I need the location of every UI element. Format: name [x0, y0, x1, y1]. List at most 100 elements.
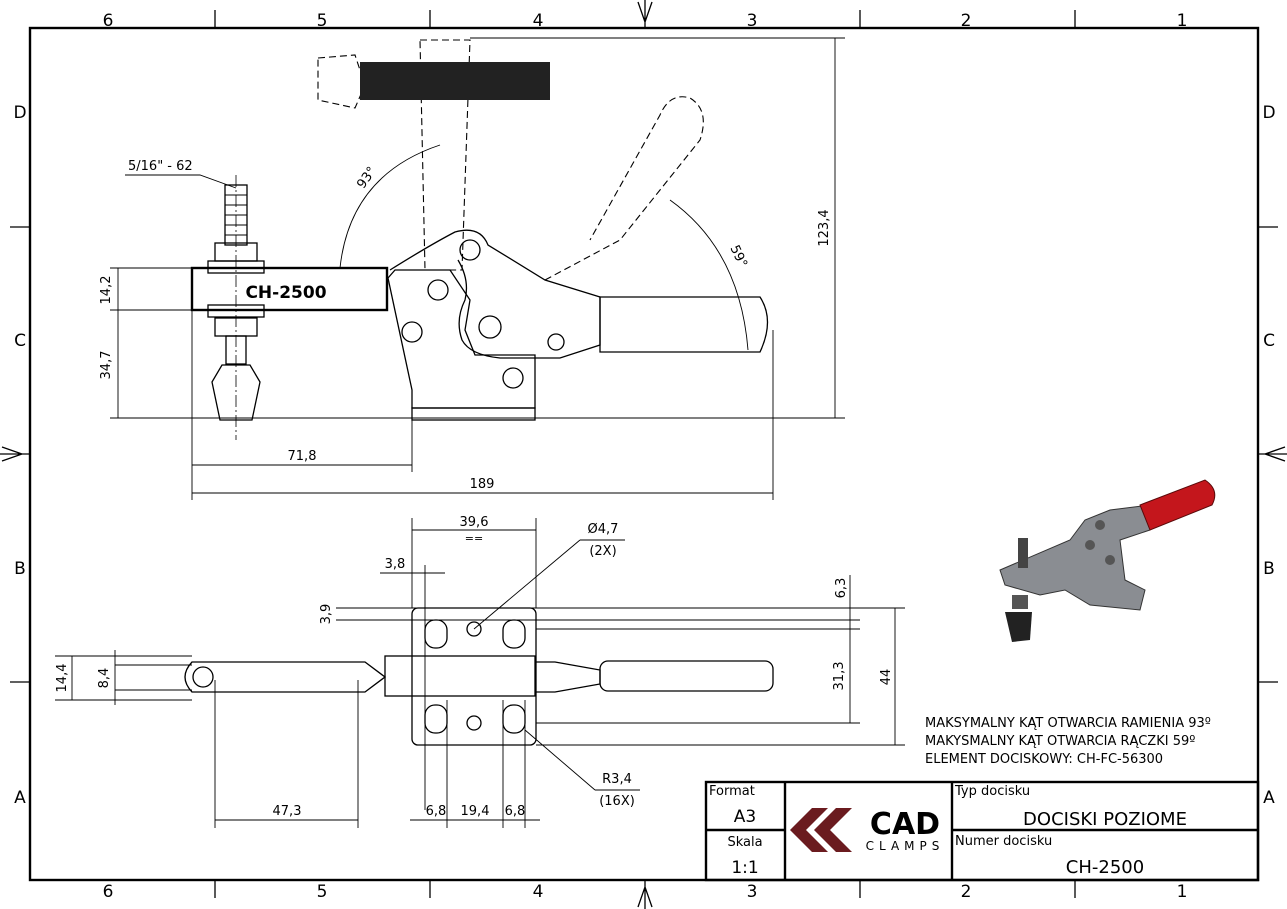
drawing-line: [790, 808, 828, 852]
frame-columns-3: 3: [747, 11, 758, 31]
arm-open: [419, 39, 471, 271]
top_view-dims-w1: 71,8: [288, 449, 317, 464]
top_view-dims-total_h: 123,4: [817, 209, 832, 246]
drawing-line: [384, 655, 536, 697]
side-view: CH-2500 14,2 34,7 123,4 71,8 189 93°: [99, 37, 845, 500]
bottom_view-dims-edge: 3,8: [385, 557, 406, 572]
frame-rows-2: B: [1263, 559, 1275, 579]
bottom_view-dims-radius: R3,4: [602, 772, 632, 787]
drawing-line: [524, 729, 596, 791]
bottom_view-dims-pad_h: 14,4: [55, 664, 70, 693]
drawing-line: [401, 321, 423, 343]
drawing-line: [427, 279, 449, 301]
drawing-line: [535, 661, 601, 693]
drawing-line: [0, 446, 30, 462]
drawing-line: [1258, 446, 1287, 462]
top-plan-view: 39,6 == Ø4,7 (2X) 3,8 3,9 6,3 31,3 44 14…: [55, 515, 905, 828]
drawing-line: [478, 315, 502, 339]
drawing-line: [466, 715, 482, 731]
clamp-3d-render: [999, 479, 1216, 642]
drawing-line: [339, 144, 441, 269]
handle-plan: [599, 660, 774, 692]
frame-columns-3: 3: [747, 882, 758, 902]
column-labels: 6 5 4 3 2 1 6 5 4 3 2 1: [103, 11, 1188, 902]
drawing-line: [192, 666, 214, 688]
drawing-line: [1018, 538, 1028, 568]
frame-rows-0: D: [1262, 103, 1275, 123]
bottom_view-dims-slot_a: 6,8: [426, 804, 447, 819]
title_block-scale_value: 1:1: [731, 858, 758, 878]
title_block-number_label: Numer docisku: [955, 834, 1052, 849]
title_block-number_value: CH-2500: [1066, 857, 1144, 878]
drawing-line: [502, 619, 526, 649]
bottom_view-dims-hole_count: (2X): [589, 544, 616, 559]
drawing-line: [547, 333, 565, 351]
frame-rows-1: C: [1263, 331, 1275, 351]
handle-closed: [599, 296, 769, 353]
frame-columns-5: 1: [1177, 882, 1188, 902]
spindle-pad: [184, 661, 387, 693]
bottom_view-dims-slot_mid: 19,4: [461, 804, 490, 819]
notes-2: ELEMENT DOCISKOWY: CH-FC-56300: [925, 752, 1163, 767]
frame-rows-3: A: [14, 788, 26, 808]
row-labels: D C B A D C B A: [13, 103, 1275, 808]
drawing-line: [999, 504, 1151, 611]
drawing-line: [1095, 520, 1105, 530]
drawing-line: [317, 54, 366, 109]
drawing-line: [502, 704, 526, 734]
drawing-line: [1085, 540, 1095, 550]
frame-rows-1: C: [14, 331, 26, 351]
title-block: Format A3 Skala 1:1 Typ docisku DOCISKI …: [704, 780, 1260, 882]
frame-columns-1: 5: [317, 882, 328, 902]
bottom_view-dims-slot_b: 6,8: [505, 804, 526, 819]
title_block-logo_sub: CLAMPS: [866, 839, 945, 853]
frame-columns-0: 6: [103, 882, 114, 902]
title_block-type_label: Typ docisku: [954, 784, 1030, 799]
title_block-format_label: Format: [709, 784, 755, 799]
handle-open: [544, 96, 704, 281]
drawing-line: [502, 367, 524, 389]
title_block-scale_label: Skala: [727, 835, 762, 850]
frame-columns-4: 2: [961, 11, 972, 31]
top_view-dims-h2: 34,7: [99, 351, 114, 380]
notes-1: MAKYSMALNY KĄT OTWARCIA RĄCZKI 59º: [925, 734, 1195, 749]
bottom_view-dims-pad_inner: 8,4: [97, 668, 112, 689]
bottom_view-dims-hole_dia: Ø4,7: [588, 522, 619, 537]
bottom_view-dims-top_off: 6,3: [834, 578, 849, 599]
top_view-dims-total_w: 189: [470, 477, 495, 492]
notes: MAKSYMALNY KĄT OTWARCIA RAMIENIA 93º MAK…: [925, 716, 1211, 767]
frame-rows-2: B: [14, 559, 26, 579]
top_view-angle_arm: 93°: [354, 164, 380, 191]
bottom_view-dims-hole_span: 31,3: [832, 662, 847, 691]
drawing-line: [466, 621, 482, 637]
drawing-line: [1139, 479, 1216, 531]
frame-rows-3: A: [1263, 788, 1275, 808]
drawing-line: [473, 539, 581, 630]
arm-marking: CH-2500: [245, 283, 326, 303]
spindle-open: [360, 62, 550, 100]
drawing-line: [125, 174, 237, 189]
bottom_view-dims-edge_v: 3,9: [319, 604, 334, 625]
drawing-line: [411, 407, 536, 421]
drawing-line: [424, 619, 448, 649]
drawing-line: [669, 199, 749, 351]
spindle-tip: [211, 364, 261, 421]
drawing-line: [637, 0, 653, 28]
frame-columns-5: 1: [1177, 11, 1188, 31]
bottom_view-dims-base_w: 39,6: [460, 515, 489, 530]
cad-clamps-logo: CAD CLAMPS: [790, 807, 945, 853]
clamp-linkage: [389, 229, 601, 359]
title_block-logo_text: CAD: [870, 807, 940, 842]
bottom_view-dims-radius_count: (16X): [599, 794, 635, 809]
drawing-line: [1012, 595, 1028, 609]
drawing-line: [814, 808, 852, 852]
clamp-arm: [190, 266, 389, 312]
drawing-line: [459, 239, 481, 261]
frame-columns-4: 2: [961, 882, 972, 902]
drawing-line: [424, 704, 448, 734]
drawing-line: [637, 880, 653, 909]
frame-columns-2: 4: [533, 882, 544, 902]
notes-0: MAKSYMALNY KĄT OTWARCIA RAMIENIA 93º: [925, 716, 1211, 731]
frame-columns-0: 6: [103, 11, 114, 31]
